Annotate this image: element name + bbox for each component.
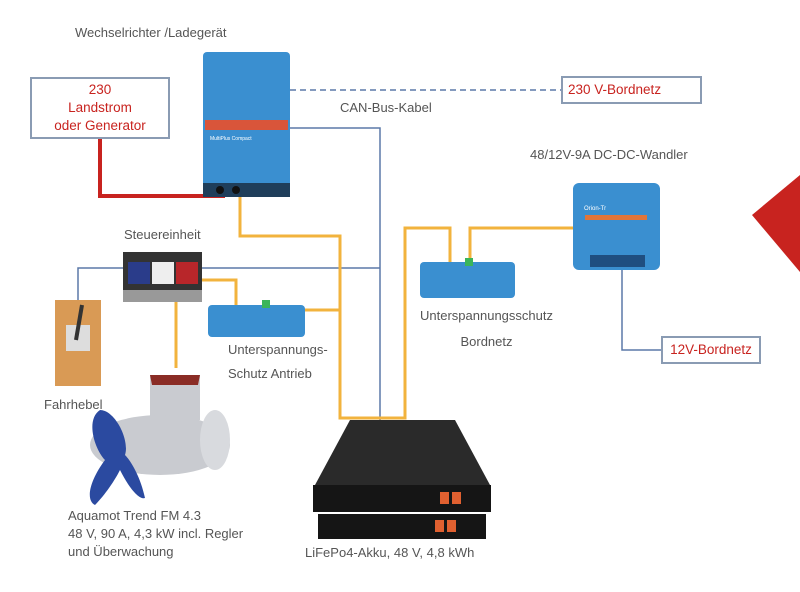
dc-cable-inverter (238, 196, 452, 420)
protect-drive-line2: Schutz Antrieb (228, 366, 312, 381)
protect-net-line2: Bordnetz (460, 334, 513, 349)
motor-device (89, 375, 230, 505)
dcdc-model-text: Orion-Tr (584, 206, 606, 212)
shore-power-line2: Landstrom (68, 100, 132, 115)
inverter-model-text: MultiPlus Compact (210, 136, 252, 142)
dc-cable-control (202, 278, 238, 305)
protect-net-label: Unterspannungsschutz Bordnetz (420, 303, 553, 355)
protect-net-line1: Unterspannungsschutz (420, 308, 553, 323)
protect-drive-line1: Unterspannungs- (228, 342, 328, 357)
shore-power-line1: 230 (88, 82, 112, 97)
shore-power-line3: oder Generator (54, 118, 146, 133)
dc-cable-dcdc (468, 226, 575, 262)
accent-triangle (752, 175, 800, 272)
dcdc-converter-device (573, 183, 660, 270)
inverter-device (203, 52, 290, 197)
throttle-device (55, 300, 101, 386)
throttle-label: Fahrhebel (44, 397, 103, 412)
signal-cable-throttle (77, 267, 380, 300)
inverter-title: Wechselrichter /Ladegerät (75, 25, 227, 40)
dcdc-label: 48/12V-9A DC-DC-Wandler (530, 147, 688, 162)
ac-cable-shore (98, 138, 225, 198)
motor-line1: Aquamot Trend FM 4.3 (68, 508, 201, 523)
shore-power-box: 230 Landstrom oder Generator (30, 77, 170, 139)
motor-line3: und Überwachung (68, 544, 174, 559)
motor-label: Aquamot Trend FM 4.3 48 V, 90 A, 4,3 kW … (68, 507, 243, 561)
signal-cable-12v (621, 270, 662, 351)
battery-label: LiFePo4-Akku, 48 V, 4,8 kWh (305, 545, 475, 560)
battery-protect-bordnetz (420, 258, 515, 298)
ac-net-box: 230 V-Bordnetz (561, 76, 702, 104)
battery-device (313, 420, 491, 539)
dc-net-box: 12V-Bordnetz (661, 336, 761, 364)
motor-line2: 48 V, 90 A, 4,3 kW incl. Regler (68, 526, 244, 541)
battery-protect-antrieb (208, 300, 305, 337)
control-unit-label: Steuereinheit (124, 227, 201, 242)
canbus-label: CAN-Bus-Kabel (340, 100, 432, 115)
protect-drive-label: Unterspannungs- Schutz Antrieb (228, 338, 328, 386)
control-unit-device (123, 252, 202, 302)
canbus-cable (290, 127, 381, 440)
